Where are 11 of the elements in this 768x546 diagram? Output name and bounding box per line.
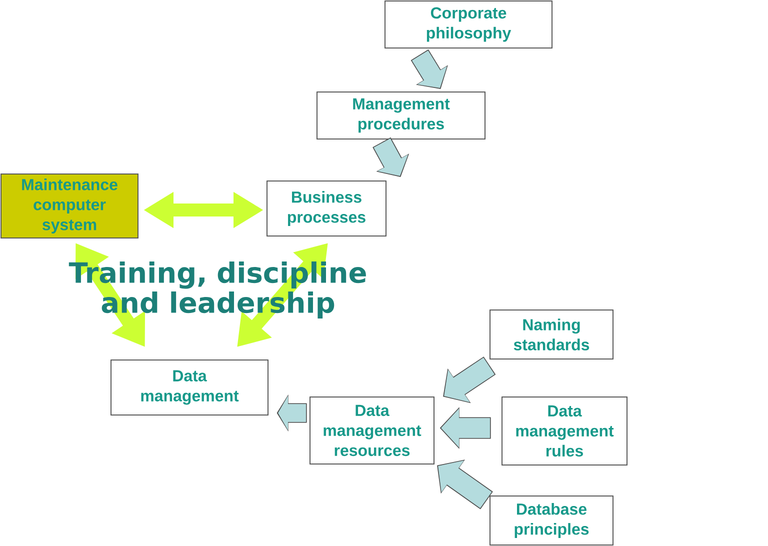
block-arrow xyxy=(410,49,448,89)
process-box: Data management resources xyxy=(310,396,434,464)
process-box: Data management rules xyxy=(502,396,628,466)
block-arrow xyxy=(443,356,496,404)
process-box: Naming standards xyxy=(490,310,614,360)
process-box: Corporate philosophy xyxy=(384,0,552,48)
process-box: Database principles xyxy=(490,496,614,546)
process-box: Data management xyxy=(110,360,268,416)
process-box: Management procedures xyxy=(316,92,486,140)
process-box: Maintenance computer system xyxy=(0,174,138,238)
process-box: Business processes xyxy=(266,180,386,236)
